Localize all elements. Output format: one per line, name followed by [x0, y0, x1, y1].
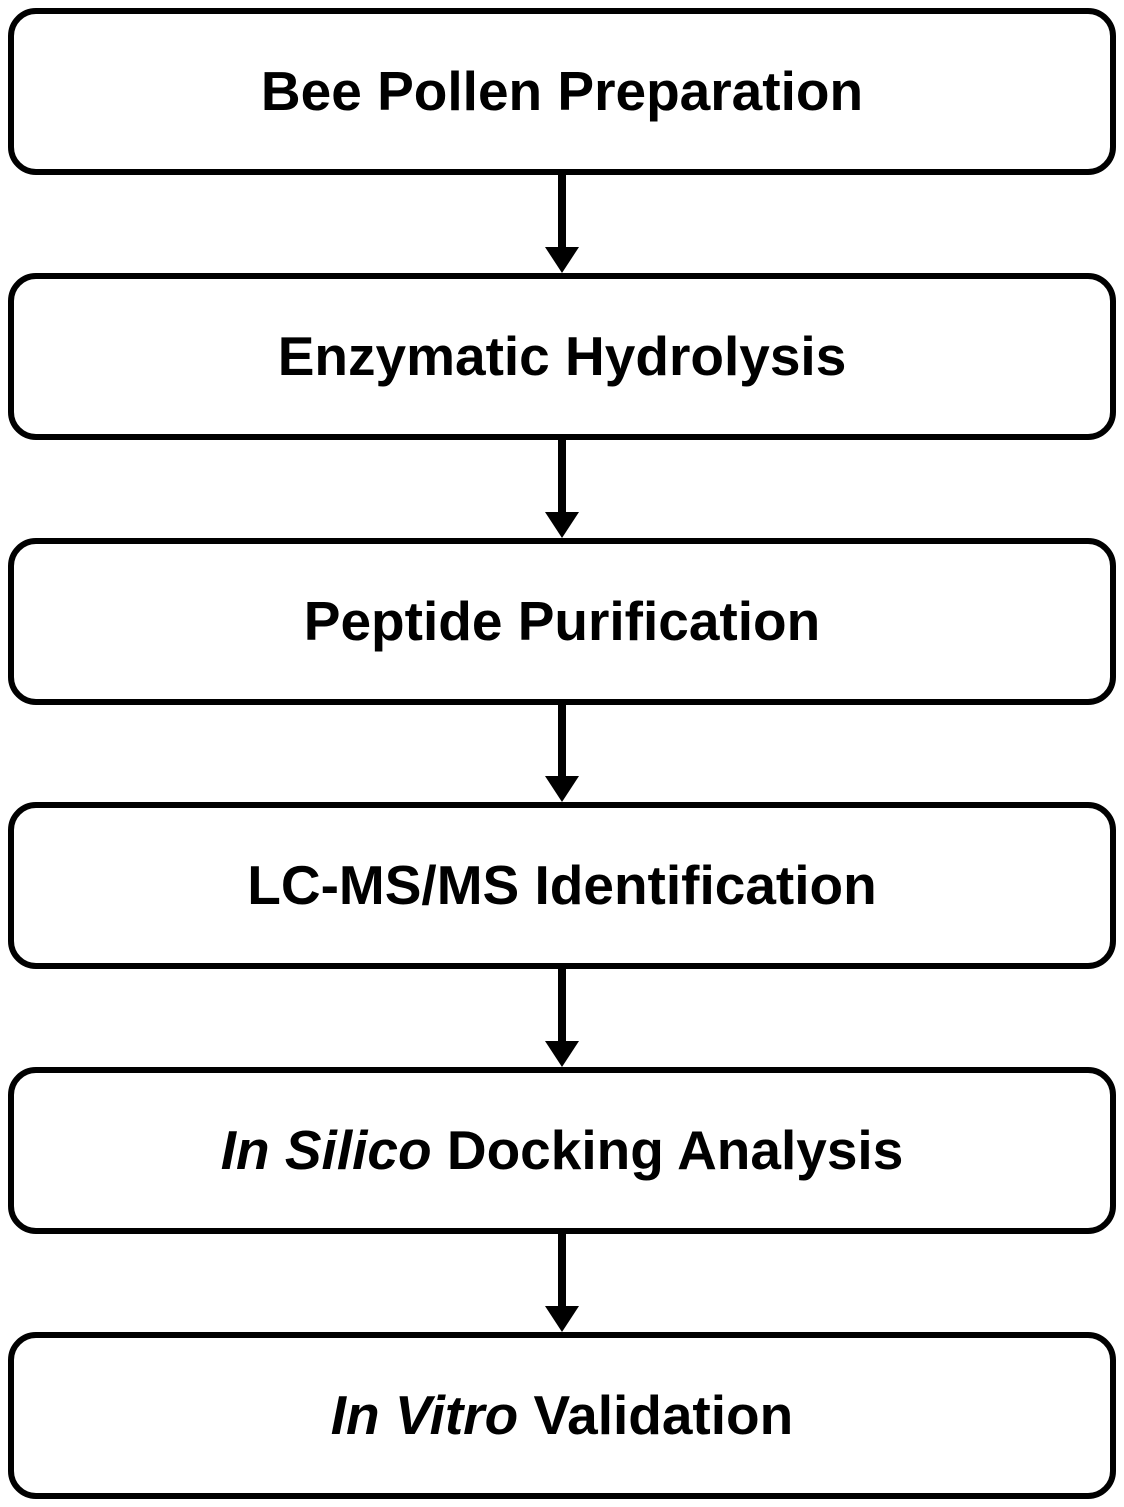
flow-step-label-italic: In Vitro: [330, 1383, 519, 1446]
flow-step-enzymatic-hydrolysis: Enzymatic Hydrolysis: [8, 272, 1116, 440]
arrow-down-1: [8, 175, 1116, 273]
flow-step-label-text: Docking Analysis: [431, 1119, 904, 1182]
arrow-stem: [558, 439, 566, 512]
arrow-stem: [558, 1234, 566, 1306]
flow-step-label: Enzymatic Hydrolysis: [278, 328, 847, 384]
flow-step-label-text: Validation: [518, 1383, 794, 1446]
flow-step-label-text: LC-MS/MS Identification: [247, 854, 877, 917]
arrow-stem: [558, 969, 566, 1042]
arrow-head-icon: [545, 246, 579, 273]
flow-step-label: LC-MS/MS Identification: [247, 858, 876, 913]
flow-step-in-silico-docking-analysis: In Silico Docking Analysis: [8, 1067, 1116, 1235]
arrow-stem: [558, 175, 566, 247]
flow-step-label: Bee Pollen Preparation: [261, 64, 863, 119]
flow-step-label: In Vitro Validation: [331, 1387, 793, 1443]
arrow-down-2: [8, 439, 1116, 538]
arrow-head-icon: [545, 511, 579, 538]
arrow-head-icon: [545, 1305, 579, 1332]
arrow-head-icon: [545, 1041, 579, 1068]
arrow-down-3: [8, 704, 1116, 803]
flow-step-lcmsms-identification: LC-MS/MS Identification: [8, 802, 1116, 970]
flow-step-label-italic: In Silico: [220, 1119, 432, 1182]
flow-step-label: Peptide Purification: [304, 593, 820, 649]
flow-step-label-text: Peptide Purification: [303, 589, 821, 652]
flow-step-in-vitro-validation: In Vitro Validation: [8, 1331, 1116, 1499]
flow-step-label-text: Enzymatic Hydrolysis: [277, 324, 847, 387]
flow-step-label: In Silico Docking Analysis: [221, 1123, 904, 1178]
flow-step-label-text: Bee Pollen Preparation: [260, 60, 864, 122]
arrow-down-5: [8, 1234, 1116, 1332]
arrow-stem: [558, 704, 566, 777]
flow-step-peptide-purification: Peptide Purification: [8, 537, 1116, 705]
arrow-down-4: [8, 969, 1116, 1068]
flow-step-bee-pollen-preparation: Bee Pollen Preparation: [8, 8, 1116, 175]
arrow-head-icon: [545, 776, 579, 803]
